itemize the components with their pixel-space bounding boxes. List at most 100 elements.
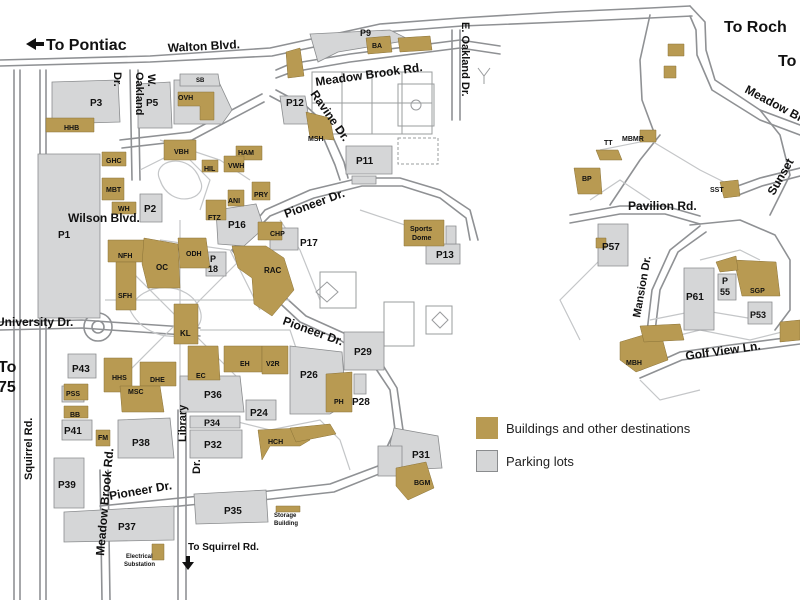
label-p3: P3 xyxy=(90,98,103,109)
label-sports-dome-2: Dome xyxy=(412,235,432,242)
label-mbmr: MBMR xyxy=(622,136,644,143)
label-kl: KL xyxy=(180,329,191,338)
buildings xyxy=(45,35,800,561)
label-p55-1: P xyxy=(722,276,728,286)
legend-parking: Parking lots xyxy=(476,449,716,473)
label-ovh: OVH xyxy=(178,95,193,102)
to-squirrel-rd-label: To Squirrel Rd. xyxy=(188,542,259,553)
label-p13: P13 xyxy=(436,250,454,261)
label-electrical-2: Substation xyxy=(124,562,155,568)
w-oakland-label-3: Dr. xyxy=(111,72,123,87)
label-dhe: DHE xyxy=(150,377,165,384)
label-chp: CHP xyxy=(270,231,285,238)
legend-parking-label: Parking lots xyxy=(506,453,574,469)
label-p39: P39 xyxy=(58,480,76,491)
label-p43: P43 xyxy=(72,364,90,375)
meadow-brook-rd-label: Meadow Brook Rd. xyxy=(314,60,423,89)
to-left-label-2: 75 xyxy=(0,379,16,396)
label-p9: P9 xyxy=(360,28,371,38)
label-p16: P16 xyxy=(228,220,246,231)
label-hhb: HHB xyxy=(64,125,79,132)
label-p41: P41 xyxy=(64,426,82,437)
golf-view-ln-label: Golf View Ln. xyxy=(684,339,761,363)
label-p24: P24 xyxy=(250,408,268,419)
label-hhs: HHS xyxy=(112,375,127,382)
parking-labels: P3 P5 P9 P12 P11 P2 P1 P16 P17 P 18 P13 … xyxy=(58,28,766,533)
label-p53: P53 xyxy=(750,310,766,320)
walton-blvd-label: Walton Blvd. xyxy=(167,37,240,55)
label-rac: RAC xyxy=(264,266,282,275)
label-p28: P28 xyxy=(352,397,370,408)
label-p34: P34 xyxy=(204,418,220,428)
label-p32: P32 xyxy=(204,440,222,451)
label-ani: ANI xyxy=(228,198,240,205)
label-p5: P5 xyxy=(146,98,159,109)
label-p55-2: 55 xyxy=(720,287,730,297)
label-p17: P17 xyxy=(300,238,318,249)
label-p37: P37 xyxy=(118,522,136,533)
label-pss: PSS xyxy=(66,391,80,398)
label-p29: P29 xyxy=(354,347,372,358)
label-nfh: NFH xyxy=(118,253,132,260)
label-mbt: MBT xyxy=(106,187,122,194)
label-msh: MSH xyxy=(308,136,324,143)
arrow-left-icon xyxy=(26,38,44,50)
label-hch: HCH xyxy=(268,439,283,446)
label-sgp: SGP xyxy=(750,288,765,295)
to-pontiac-label: To Pontiac xyxy=(46,37,127,54)
label-odh: ODH xyxy=(186,251,202,258)
label-sfh: SFH xyxy=(118,293,132,300)
label-bgm: BGM xyxy=(414,480,431,487)
label-bp: BP xyxy=(582,176,592,183)
label-p36: P36 xyxy=(204,390,222,401)
label-p18-2: 18 xyxy=(208,264,218,274)
label-p38: P38 xyxy=(132,438,150,449)
label-v2r: V2R xyxy=(266,361,280,368)
label-vbh: VBH xyxy=(174,149,189,156)
arrow-down-icon xyxy=(182,556,194,570)
label-p35: P35 xyxy=(224,506,242,517)
label-p1: P1 xyxy=(58,230,71,241)
label-ec: EC xyxy=(196,373,206,380)
label-storage-1: Storage xyxy=(274,513,297,519)
label-p11: P11 xyxy=(356,156,374,167)
label-ph: PH xyxy=(334,399,344,406)
to-right-label-2: To xyxy=(778,53,797,70)
label-vwh: VWH xyxy=(228,163,244,170)
label-sst: SST xyxy=(710,187,724,194)
label-storage-2: Building xyxy=(274,521,298,527)
label-msc: MSC xyxy=(128,389,144,396)
wilson-blvd-label: Wilson Blvd. xyxy=(68,211,140,225)
label-fm: FM xyxy=(98,435,108,442)
w-oakland-label-2: Oakland xyxy=(133,72,145,115)
e-oakland-dr-label: E. Oakland Dr. xyxy=(459,22,471,97)
label-electrical-1: Electrical xyxy=(126,554,153,560)
label-p2: P2 xyxy=(144,204,157,215)
map-legend: Buildings and other destinations Parking… xyxy=(476,416,716,482)
label-p61: P61 xyxy=(686,292,704,303)
label-bb: BB xyxy=(70,412,80,419)
label-hil: HIL xyxy=(204,166,216,173)
label-ftz: FTZ xyxy=(208,215,222,222)
library-dr-label-2: Dr. xyxy=(191,459,203,474)
label-tt: TT xyxy=(604,140,613,147)
w-oakland-label-1: W. xyxy=(145,74,157,87)
label-ba: BA xyxy=(372,43,382,50)
building-labels: HHB OVH SB GHC VBH HAM HIL VWH MBT WH PR… xyxy=(64,43,765,568)
label-p57: P57 xyxy=(602,242,620,253)
label-p18-1: P xyxy=(210,254,216,264)
label-ghc: GHC xyxy=(106,158,122,165)
pioneer-dr-top-label: Pioneer Dr. xyxy=(282,186,346,221)
university-dr-label: University Dr. xyxy=(0,315,73,329)
label-sports-dome-1: Sports xyxy=(410,226,432,233)
label-p31: P31 xyxy=(412,450,430,461)
sunset-label: Sunset xyxy=(764,156,796,198)
legend-buildings-label: Buildings and other destinations xyxy=(506,420,691,436)
pavilion-rd-label: Pavilion Rd. xyxy=(628,199,697,213)
label-sb: SB xyxy=(196,78,205,84)
athletic-fields xyxy=(311,67,491,347)
squirrel-rd-label: Squirrel Rd. xyxy=(23,418,35,480)
label-oc: OC xyxy=(156,263,168,272)
label-mbh: MBH xyxy=(626,360,642,367)
